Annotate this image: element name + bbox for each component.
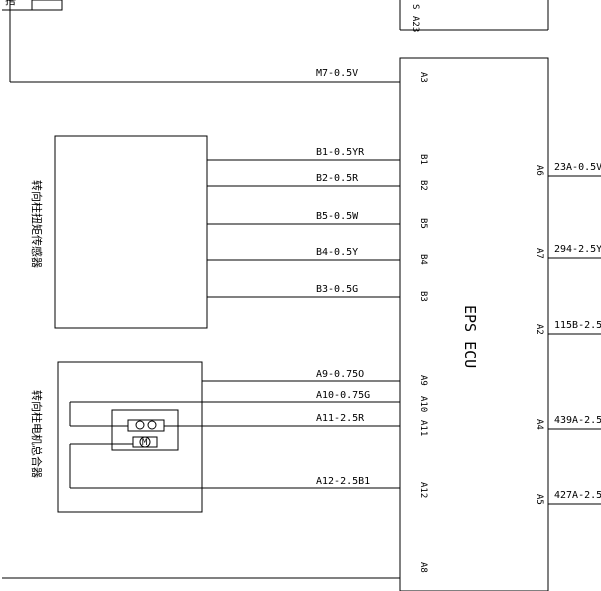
wire-label-a4: 439A-2.5B	[554, 415, 601, 426]
wire-label-b4: B4-0.5Y	[316, 247, 358, 258]
pin-b5: B5	[418, 218, 428, 229]
clutch-coil-right	[147, 420, 157, 430]
pin-a9: A9	[418, 375, 428, 386]
top-pin-s: S	[410, 4, 420, 9]
pin-b2: B2	[418, 180, 428, 191]
eps-ecu-box	[399, 57, 549, 591]
top-pin-a23: A23	[410, 16, 420, 32]
wire-label-a9: A9-0.75O	[316, 369, 364, 380]
pin-a8: A8	[418, 562, 428, 573]
motor-symbol-text: M	[142, 438, 148, 448]
wire-label-a11: A11-2.5R	[316, 413, 365, 424]
wire-label-a6: 23A-0.5VG	[554, 162, 601, 173]
pin-b4: B4	[418, 254, 428, 265]
motor-assembly-box	[57, 361, 203, 513]
pin-a10: A10	[418, 396, 428, 412]
wire-label-a12: A12-2.5B1	[316, 476, 370, 487]
pin-a3: A3	[418, 72, 428, 83]
pin-a4: A4	[534, 419, 544, 430]
pin-a2: A2	[534, 324, 544, 335]
motor-inner-box	[111, 409, 179, 451]
pin-b3: B3	[418, 291, 428, 302]
wire-label-b2: B2-0.5R	[316, 173, 359, 184]
pin-b1: B1	[418, 154, 428, 165]
wire-label-b5: B5-0.5W	[316, 211, 359, 222]
pin-a5: A5	[534, 494, 544, 505]
pin-a7: A7	[534, 248, 544, 259]
eps-ecu-title: EPS ECU	[461, 305, 479, 368]
clutch-coil-left	[135, 420, 145, 430]
torque-sensor-box	[54, 135, 208, 329]
wire-label-a5: 427A-2.5Y	[554, 490, 601, 501]
motor-assembly-label: 转向柱电机总合器	[30, 390, 44, 478]
torque-sensor-label: 转向柱扭矩传感器	[30, 180, 44, 268]
top-left-box	[31, 0, 63, 11]
motor-icon	[139, 436, 151, 448]
pin-a12: A12	[418, 482, 428, 498]
wire-label-b3: B3-0.5G	[316, 284, 358, 295]
pin-a11: A11	[418, 420, 428, 436]
wire-label-a10: A10-0.75G	[316, 390, 370, 401]
pin-a6: A6	[534, 165, 544, 176]
wire-label-b1: B1-0.5YR	[316, 147, 365, 158]
wire-label-m7: M7-0.5V	[316, 68, 358, 79]
wire-label-a2: 115B-2.5G	[554, 320, 601, 331]
clutch-coil	[127, 419, 165, 432]
wire-label-a7: 294-2.5YB	[554, 244, 601, 255]
